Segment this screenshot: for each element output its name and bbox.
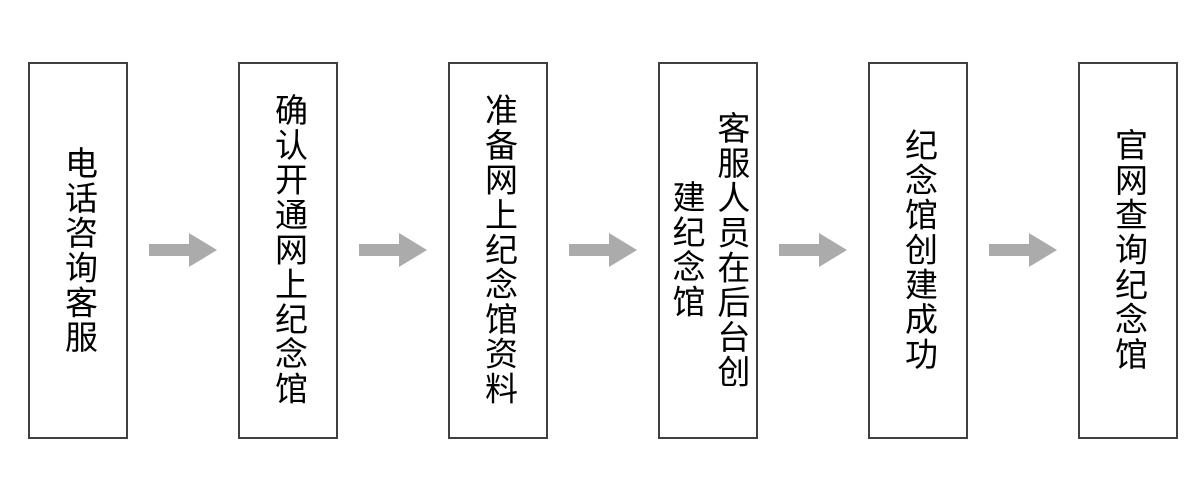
process-node-4-label: 客服人员在后台创建纪念馆: [668, 110, 750, 390]
arrow-right-icon: [359, 233, 427, 267]
process-node-1-label: 电话咨询客服: [60, 145, 98, 355]
connector-4: [758, 62, 868, 439]
arrow-right-icon: [779, 233, 847, 267]
process-node-5-label: 纪念馆创建成功: [900, 128, 938, 372]
connector-3: [548, 62, 658, 439]
arrow-right-icon: [989, 233, 1057, 267]
process-node-2[interactable]: 确认开通网上纪念馆: [238, 61, 338, 439]
connector-2: [338, 62, 448, 439]
process-node-3[interactable]: 准备网上纪念馆资料: [448, 61, 548, 439]
arrow-right-icon: [149, 233, 217, 267]
process-node-6[interactable]: 官网查询纪念馆: [1078, 61, 1178, 439]
process-node-3-label: 准备网上纪念馆资料: [480, 93, 518, 407]
process-node-5[interactable]: 纪念馆创建成功: [868, 61, 968, 439]
process-node-6-label: 官网查询纪念馆: [1110, 128, 1148, 372]
connector-5: [968, 62, 1078, 439]
process-node-4[interactable]: 客服人员在后台创建纪念馆: [658, 61, 758, 439]
arrow-right-icon: [569, 233, 637, 267]
process-node-2-label: 确认开通网上纪念馆: [270, 93, 308, 407]
process-node-1[interactable]: 电话咨询客服: [28, 61, 128, 439]
connector-1: [128, 62, 238, 439]
